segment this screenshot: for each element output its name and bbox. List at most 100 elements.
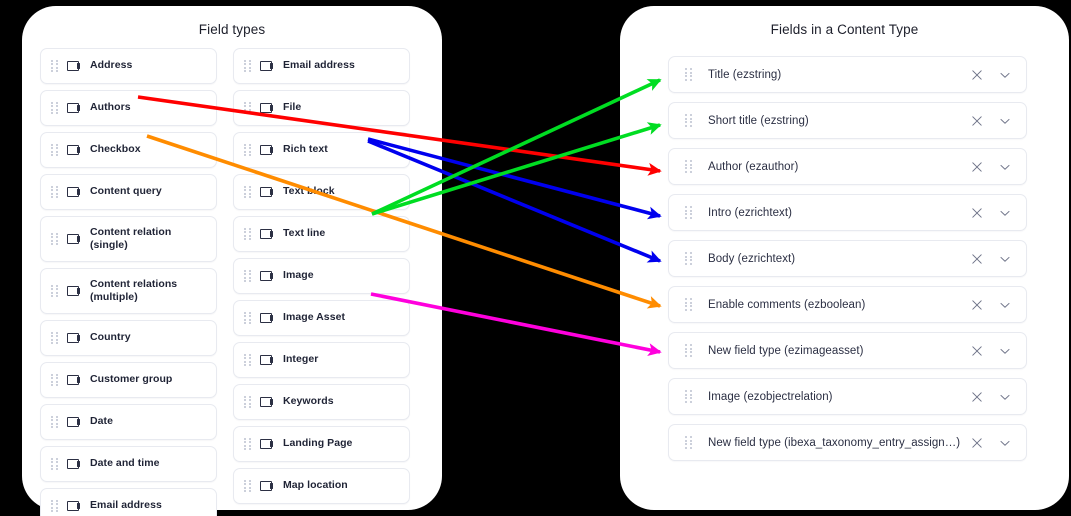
close-icon[interactable] <box>970 390 984 404</box>
field-type-card[interactable]: Authors <box>40 90 217 126</box>
drag-handle-icon[interactable] <box>51 143 58 157</box>
drag-handle-icon[interactable] <box>685 160 692 173</box>
content-type-field-row[interactable]: Body (ezrichtext) <box>668 240 1027 277</box>
chevron-down-icon[interactable] <box>998 298 1012 312</box>
field-types-title: Field types <box>198 22 266 37</box>
close-icon[interactable] <box>970 344 984 358</box>
drag-handle-icon[interactable] <box>244 479 251 493</box>
field-type-card[interactable]: Content relation (single) <box>40 216 217 262</box>
field-type-label: Date <box>90 415 113 428</box>
close-icon[interactable] <box>970 114 984 128</box>
close-icon[interactable] <box>970 160 984 174</box>
content-type-field-row[interactable]: New field type (ibexa_taxonomy_entry_ass… <box>668 424 1027 461</box>
content-type-field-row[interactable]: Image (ezobjectrelation) <box>668 378 1027 415</box>
drag-handle-icon[interactable] <box>244 437 251 451</box>
content-type-field-row[interactable]: Intro (ezrichtext) <box>668 194 1027 231</box>
content-type-field-actions <box>970 114 1012 128</box>
field-type-label: Customer group <box>90 373 173 386</box>
content-type-field-row[interactable]: Title (ezstring) <box>668 56 1027 93</box>
drag-handle-icon[interactable] <box>244 227 251 241</box>
drag-handle-icon[interactable] <box>244 101 251 115</box>
drag-handle-icon[interactable] <box>685 206 692 219</box>
close-icon[interactable] <box>970 206 984 220</box>
content-type-field-label: Short title (ezstring) <box>708 114 809 127</box>
field-type-card[interactable]: Image Asset <box>233 300 410 336</box>
drag-handle-icon[interactable] <box>244 59 251 73</box>
drag-handle-icon[interactable] <box>51 232 58 246</box>
field-type-card[interactable]: Keywords <box>233 384 410 420</box>
field-type-card[interactable]: Landing Page <box>233 426 410 462</box>
field-type-card[interactable]: Text line <box>233 216 410 252</box>
field-type-card[interactable]: Date <box>40 404 217 440</box>
field-type-card[interactable]: Content query <box>40 174 217 210</box>
drag-handle-icon[interactable] <box>51 499 58 513</box>
field-type-icon <box>67 60 81 72</box>
field-type-card[interactable]: Email address <box>40 488 217 516</box>
field-type-card[interactable]: Customer group <box>40 362 217 398</box>
close-icon[interactable] <box>970 436 984 450</box>
field-type-icon <box>67 285 81 297</box>
field-type-card[interactable]: Rich text <box>233 132 410 168</box>
field-type-icon <box>260 186 274 198</box>
field-type-card[interactable]: Content relations (multiple) <box>40 268 217 314</box>
field-type-card[interactable]: Map location <box>233 468 410 504</box>
chevron-down-icon[interactable] <box>998 68 1012 82</box>
field-type-label: Email address <box>283 59 355 72</box>
close-icon[interactable] <box>970 298 984 312</box>
drag-handle-icon[interactable] <box>244 311 251 325</box>
drag-handle-icon[interactable] <box>51 185 58 199</box>
field-type-label: Address <box>90 59 133 72</box>
drag-handle-icon[interactable] <box>51 284 58 298</box>
chevron-down-icon[interactable] <box>998 114 1012 128</box>
drag-handle-icon[interactable] <box>685 252 692 265</box>
drag-handle-icon[interactable] <box>685 344 692 357</box>
drag-handle-icon[interactable] <box>244 353 251 367</box>
drag-handle-icon[interactable] <box>244 395 251 409</box>
close-icon[interactable] <box>970 68 984 82</box>
content-type-field-row[interactable]: Short title (ezstring) <box>668 102 1027 139</box>
field-type-card[interactable]: Image <box>233 258 410 294</box>
content-type-field-row[interactable]: Enable comments (ezboolean) <box>668 286 1027 323</box>
field-type-icon <box>67 332 81 344</box>
chevron-down-icon[interactable] <box>998 344 1012 358</box>
chevron-down-icon[interactable] <box>998 160 1012 174</box>
field-type-card[interactable]: Email address <box>233 48 410 84</box>
drag-handle-icon[interactable] <box>244 143 251 157</box>
field-type-card[interactable]: Date and time <box>40 446 217 482</box>
chevron-down-icon[interactable] <box>998 252 1012 266</box>
drag-handle-icon[interactable] <box>685 68 692 81</box>
content-type-field-row[interactable]: New field type (ezimageasset) <box>668 332 1027 369</box>
drag-handle-icon[interactable] <box>51 101 58 115</box>
content-type-field-row[interactable]: Author (ezauthor) <box>668 148 1027 185</box>
field-type-label: Rich text <box>283 143 328 156</box>
content-type-field-actions <box>970 436 1012 450</box>
drag-handle-icon[interactable] <box>685 114 692 127</box>
field-type-card[interactable]: File <box>233 90 410 126</box>
field-type-icon <box>67 144 81 156</box>
drag-handle-icon[interactable] <box>685 298 692 311</box>
drag-handle-icon[interactable] <box>51 457 58 471</box>
field-type-card[interactable]: Integer <box>233 342 410 378</box>
chevron-down-icon[interactable] <box>998 390 1012 404</box>
drag-handle-icon[interactable] <box>51 59 58 73</box>
drag-handle-icon[interactable] <box>244 185 251 199</box>
field-type-label: Checkbox <box>90 143 141 156</box>
drag-handle-icon[interactable] <box>244 269 251 283</box>
drag-handle-icon[interactable] <box>685 390 692 403</box>
drag-handle-icon[interactable] <box>51 373 58 387</box>
field-type-card[interactable]: Text block <box>233 174 410 210</box>
drag-handle-icon[interactable] <box>685 436 692 449</box>
drag-handle-icon[interactable] <box>51 415 58 429</box>
field-type-label: Image Asset <box>283 311 346 324</box>
field-type-card[interactable]: Checkbox <box>40 132 217 168</box>
field-type-card[interactable]: Country <box>40 320 217 356</box>
close-icon[interactable] <box>970 252 984 266</box>
chevron-down-icon[interactable] <box>998 436 1012 450</box>
content-type-field-label: Intro (ezrichtext) <box>708 206 792 219</box>
field-type-card[interactable]: Address <box>40 48 217 84</box>
drag-handle-icon[interactable] <box>51 331 58 345</box>
chevron-down-icon[interactable] <box>998 206 1012 220</box>
